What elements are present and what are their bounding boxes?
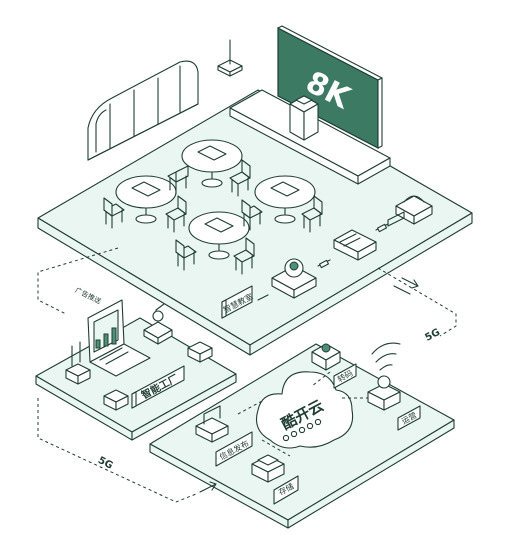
camera-device [271,258,317,299]
ops-server [367,375,401,411]
storage-device [251,454,285,483]
connector-cables [257,223,389,301]
chairs [103,159,323,275]
robot-arm [143,303,173,345]
table-3 [254,175,316,224]
5g-bottom-label: 5G [96,455,115,472]
table-4 [188,211,250,260]
network-links [37,247,457,503]
arrow-icons [199,277,419,493]
projector-device [387,195,433,227]
storage-label: 存储 [273,475,299,505]
5g-right-label: 5G [423,327,442,344]
laptop [87,299,151,377]
factory-platform [35,317,237,441]
ad-push-label: 广告推送 [74,285,103,305]
cloud-internal-links [237,371,368,457]
router-icon [217,39,243,77]
info-release-device [195,405,229,443]
table-1 [181,139,243,188]
fence [87,60,199,161]
podium [289,95,319,141]
cloud-icon: 酷开云 [255,371,354,449]
factory-boxes [65,341,213,411]
8k-screen: 8K [277,25,383,149]
table-2 [115,175,177,224]
cloud-dots [282,418,322,442]
wifi-icon [371,342,401,371]
transcode-server [311,343,341,371]
set-top-box [333,229,377,261]
